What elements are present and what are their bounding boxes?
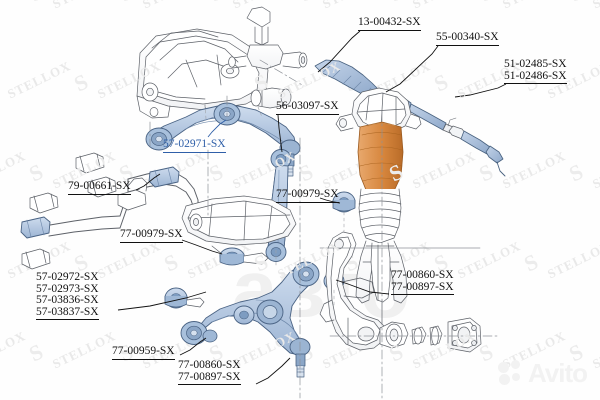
part-number-text: 57-02973-SX (36, 282, 99, 295)
part-number-text: 51-02485-SX (504, 58, 567, 70)
steering-gear-housing (228, 6, 308, 70)
centerlines-2 (149, 95, 501, 337)
part-number-text: 56-03097-SX (276, 100, 339, 115)
arm-bushing-grey (250, 87, 292, 109)
label-57-02972-group-leader (117, 291, 207, 311)
part-number-text: 79-00661-SX (68, 180, 131, 195)
label-79-00661: 79-00661-SX (68, 180, 131, 195)
part-number-text: 77-00897-SX (178, 371, 241, 385)
label-77-00979-lower-leader (181, 239, 223, 255)
strut-fork-bracket (355, 240, 408, 331)
part-number-text: 77-00979-SX (120, 228, 183, 243)
label-56-03097-leader (277, 114, 283, 153)
label-77-00959-leader (179, 337, 207, 356)
steering-knuckle-part (319, 231, 387, 351)
part-number-text: 57-03836-SX (36, 294, 99, 306)
label-55-00340: 55-00340-SX (436, 31, 499, 46)
label-77-00959: 77-00959-SX (112, 345, 175, 360)
part-number-text: 77-00860-SX (178, 359, 241, 371)
part-number-text: 77-00897-SX (391, 281, 454, 295)
part-number-text: 77-00860-SX (391, 269, 454, 281)
part-number-text: 55-00340-SX (436, 31, 499, 46)
part-number-text: 57-03837-SX (36, 306, 99, 320)
label-77-00860-77-00897-bottom-leader (255, 357, 291, 385)
label-55-00340-leader (385, 45, 439, 93)
strut-lower-bellows (358, 188, 402, 244)
label-77-00979-upper: 77-00979-SX (276, 188, 339, 203)
explode-guides (204, 103, 345, 307)
label-13-00432-leader (317, 30, 361, 73)
stabilizer-clamps (21, 152, 148, 270)
label-13-00432: 13-00432-SX (358, 16, 421, 31)
part-number-text: 57-02972-SX (36, 271, 99, 283)
strut-upper-mount (335, 87, 422, 134)
label-57-02971: 57-02971-SX (163, 138, 226, 153)
centerlines (207, 59, 481, 399)
label-57-02971-leader (207, 119, 227, 138)
part-number-text: 57-02971-SX (163, 138, 226, 153)
part-number-text: 51-02486-SX (504, 70, 567, 84)
label-77-00979-lower: 77-00979-SX (120, 228, 183, 243)
label-56-03097: 56-03097-SX (276, 100, 339, 115)
label-77-00979-upper-leader (319, 197, 341, 204)
lower-crossmember (181, 195, 297, 266)
label-77-00860-77-00897-right-leader (335, 279, 390, 295)
part-number-text: 13-00432-SX (358, 16, 421, 31)
label-79-00661-leader (135, 173, 161, 191)
part-number-text: 77-00979-SX (276, 188, 339, 203)
part-number-text: 77-00959-SX (112, 345, 175, 360)
wheel-hub-bearing-group (379, 317, 482, 353)
label-51-02485-51-02486-leader (454, 83, 507, 98)
